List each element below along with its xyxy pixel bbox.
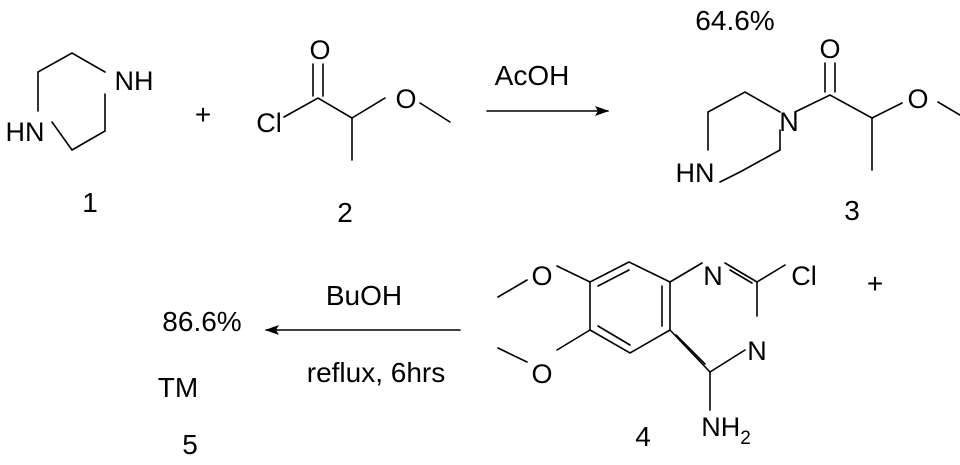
compound-2-number: 2	[337, 197, 353, 228]
compound-1-hn-label: HN	[6, 117, 45, 147]
compound-2-carbonyl-o-label: O	[309, 35, 330, 65]
compound-4-n-right-label: N	[747, 336, 767, 366]
plus-sign-1: +	[195, 99, 211, 130]
compound-4-o-top-label: O	[531, 261, 552, 291]
compound-1-number: 1	[82, 187, 98, 218]
reaction-arrow-2: BuOH reflux, 6hrs	[265, 280, 461, 388]
reaction-conditions: reflux, 6hrs	[307, 357, 446, 388]
compound-5-number: 5	[182, 429, 198, 460]
compound-4-quinazoline: O O N N Cl NH2 4	[497, 261, 817, 452]
reagent-buoh: BuOH	[326, 280, 402, 311]
compound-4-nh2-label: NH2	[701, 412, 751, 449]
compound-3-carbonyl-o-label: O	[819, 34, 840, 64]
compound-4-nh-text: NH	[701, 412, 740, 442]
compound-5-label: TM	[158, 372, 198, 403]
reaction-arrow-1: AcOH	[486, 60, 609, 116]
compound-5-yield: 86.6%	[162, 306, 241, 337]
compound-1-piperazine: NH HN 1	[6, 52, 154, 218]
compound-1-nh-label: NH	[115, 66, 154, 96]
compound-3-product: 64.6% O O N HN 3	[676, 5, 960, 226]
compound-2-ether-o-label: O	[395, 84, 416, 114]
compound-5-target: 86.6% TM 5	[158, 306, 242, 460]
compound-3-number: 3	[844, 195, 860, 226]
compound-4-n-top-label: N	[703, 261, 723, 291]
compound-3-yield: 64.6%	[695, 5, 774, 36]
compound-3-ether-o-label: O	[907, 84, 928, 114]
compound-3-n-label: N	[779, 107, 799, 137]
compound-3-hn-label: HN	[676, 158, 715, 188]
compound-4-cl-label: Cl	[791, 261, 817, 291]
compound-4-o-bottom-label: O	[531, 359, 552, 389]
compound-2-cl-label: Cl	[256, 108, 282, 138]
compound-2-acid-chloride: O Cl O 2	[256, 35, 451, 228]
compound-4-number: 4	[635, 421, 651, 452]
plus-sign-2: +	[867, 268, 883, 299]
compound-4-nh2-subscript: 2	[740, 428, 751, 449]
reagent-acoh: AcOH	[495, 60, 570, 91]
